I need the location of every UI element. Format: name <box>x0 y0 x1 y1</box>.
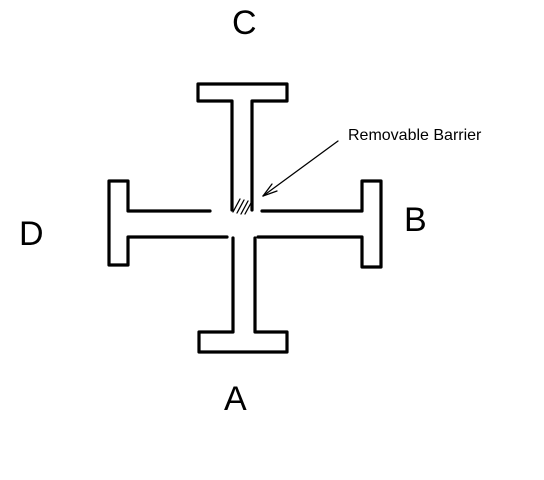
label-top: C <box>232 4 257 42</box>
annotation-text: Removable Barrier <box>348 127 482 144</box>
label-right: B <box>404 201 427 239</box>
label-left: D <box>19 215 44 253</box>
bottom-arm <box>197 236 289 354</box>
left-arm <box>107 179 229 267</box>
barrier-hatch <box>232 198 252 215</box>
label-bottom: A <box>224 380 247 418</box>
right-arm <box>256 179 383 269</box>
annotation-arrow <box>262 140 339 197</box>
top-arm <box>196 82 289 212</box>
